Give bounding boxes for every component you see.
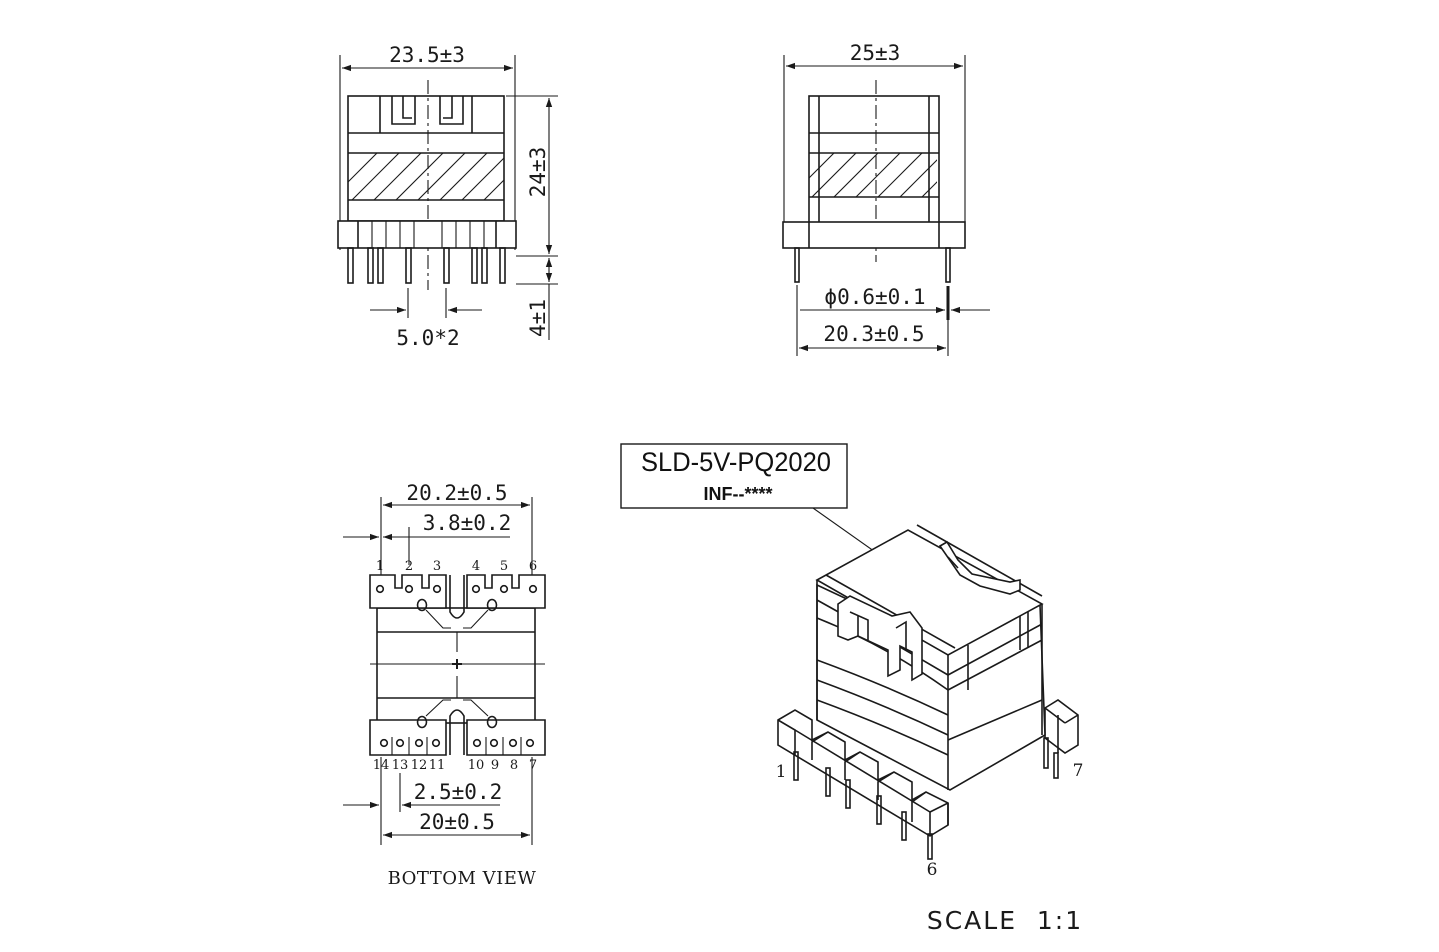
scale-label: SCALE 1:1: [927, 906, 1083, 935]
iso-pin-7: 7: [1073, 761, 1084, 781]
pin-label-6: 6: [529, 559, 537, 574]
pin-label-2: 2: [405, 559, 413, 574]
front-pitch-dim: 5.0*2: [396, 326, 459, 350]
pin-label-13: 13: [392, 758, 409, 773]
isometric-view: 1 7 6: [776, 524, 1084, 880]
part-label-box: SLD-5V-PQ2020 INF--****: [620, 443, 913, 579]
front-height-dim: 24±3: [526, 147, 550, 198]
bottom-view-caption: BOTTOM VIEW: [388, 868, 537, 889]
pin-label-12: 12: [411, 758, 428, 773]
pin-label-7: 7: [529, 758, 537, 773]
pin-label-4: 4: [472, 559, 480, 574]
side-width-dim: 25±3: [850, 41, 901, 65]
pin-label-3: 3: [433, 559, 441, 574]
bottom-pitch-dim: 2.5±0.2: [414, 780, 503, 804]
bottom-outer-width-dim: 20.2±0.5: [406, 481, 507, 505]
pin-label-9: 9: [491, 758, 499, 773]
pin-label-1: 1: [376, 559, 384, 574]
bottom-view: 20.2±0.5 3.8±0.2 1 2 3 4 5 6: [343, 481, 546, 889]
pin-label-5: 5: [500, 559, 508, 574]
front-width-dim: 23.5±3: [389, 43, 465, 67]
bottom-row-width-dim: 20±0.5: [419, 810, 495, 834]
pin-label-10: 10: [468, 758, 485, 773]
pin-label-11: 11: [429, 758, 446, 773]
iso-pin-1: 1: [776, 762, 787, 782]
side-pin-diameter-dim: ϕ0.6±0.1: [824, 285, 925, 309]
iso-pin-6: 6: [927, 860, 938, 880]
front-view: 23.5±3: [337, 43, 558, 350]
part-number: SLD-5V-PQ2020: [641, 447, 831, 477]
front-pin-length-dim: 4±1: [526, 299, 550, 337]
side-pin-span-dim: 20.3±0.5: [823, 322, 924, 346]
bottom-offset-dim: 3.8±0.2: [423, 511, 512, 535]
pin-label-8: 8: [510, 758, 518, 773]
part-code: INF--****: [703, 484, 772, 504]
side-view: 25±3 ϕ0.6±0.1 20.3±0.5: [782, 41, 990, 356]
